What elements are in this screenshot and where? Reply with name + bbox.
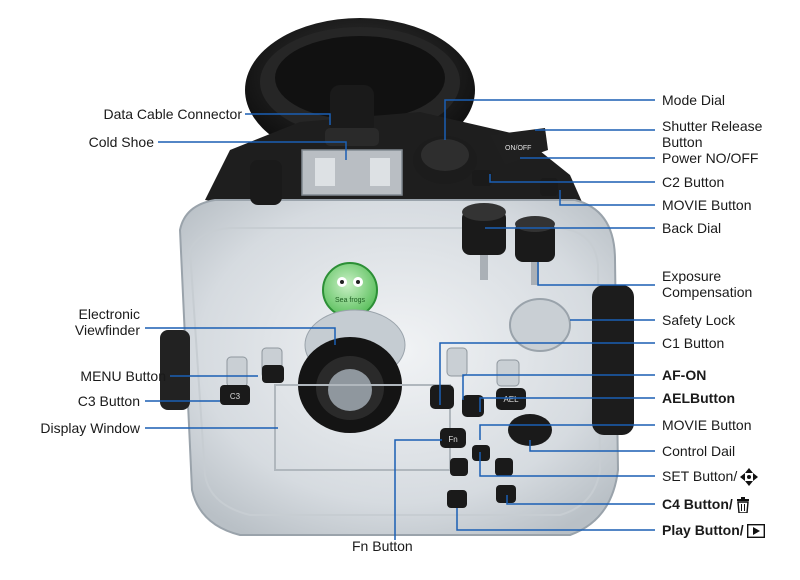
label-play-button: Play Button/	[662, 522, 765, 539]
leader-lines	[145, 99, 655, 540]
play-icon	[746, 524, 765, 539]
label-c1-button: C1 Button	[662, 335, 725, 351]
brand-logo: Sea frogs	[322, 262, 378, 318]
menu-c3-buttons: C3	[220, 347, 284, 405]
label-power: Power NO/OFF	[662, 150, 759, 166]
label-electronic-viewfinder: Electronic Viewfinder	[74, 306, 140, 338]
four-way-arrows-icon	[740, 468, 759, 487]
label-mode-dial: Mode Dial	[662, 92, 726, 108]
label-back-dial: Back Dial	[662, 220, 722, 236]
label-c3-button: C3 Button	[77, 393, 140, 409]
svg-text:Fn: Fn	[448, 435, 457, 444]
label-cold-shoe: Cold Shoe	[88, 134, 154, 150]
label-set-button: SET Button/	[662, 468, 759, 487]
label-movie-button-top: MOVIE Button	[662, 197, 752, 213]
cold-shoe	[301, 149, 403, 196]
label-fn-button: Fn Button	[352, 538, 413, 554]
data-cable-connector	[325, 85, 379, 146]
label-exposure-compensation: Exposure Compensation	[662, 268, 753, 300]
svg-text:AEL: AEL	[503, 395, 519, 404]
label-c4-button: C4 Button/	[662, 496, 750, 514]
label-shutter-release: Shutter Release Button	[662, 118, 763, 150]
power-switch-text: ON/OFF	[505, 145, 531, 152]
trash-icon	[736, 497, 749, 514]
exposure-comp-dial	[515, 216, 555, 262]
right-grip	[592, 285, 634, 435]
label-display-window: Display Window	[40, 420, 140, 436]
left-handle	[160, 330, 190, 410]
label-af-on: AF-ON	[662, 367, 707, 383]
label-data-cable-connector: Data Cable Connector	[103, 106, 242, 122]
svg-text:Sea frogs: Sea frogs	[335, 297, 365, 304]
label-menu-button: MENU Button	[80, 368, 166, 384]
label-c2-button: C2 Button	[662, 174, 725, 190]
safety-lock-knob	[509, 298, 571, 352]
label-control-dial: Control Dail	[662, 443, 736, 459]
back-dial	[462, 203, 506, 255]
svg-text:C3: C3	[230, 392, 241, 401]
label-safety-lock: Safety Lock	[662, 312, 736, 328]
label-ael-button: AELButton	[662, 390, 736, 406]
right-button-cluster: AEL Fn	[430, 347, 552, 508]
label-movie-button: MOVIE Button	[662, 417, 752, 433]
mode-dial	[413, 136, 477, 184]
clear-housing-body	[178, 199, 620, 536]
